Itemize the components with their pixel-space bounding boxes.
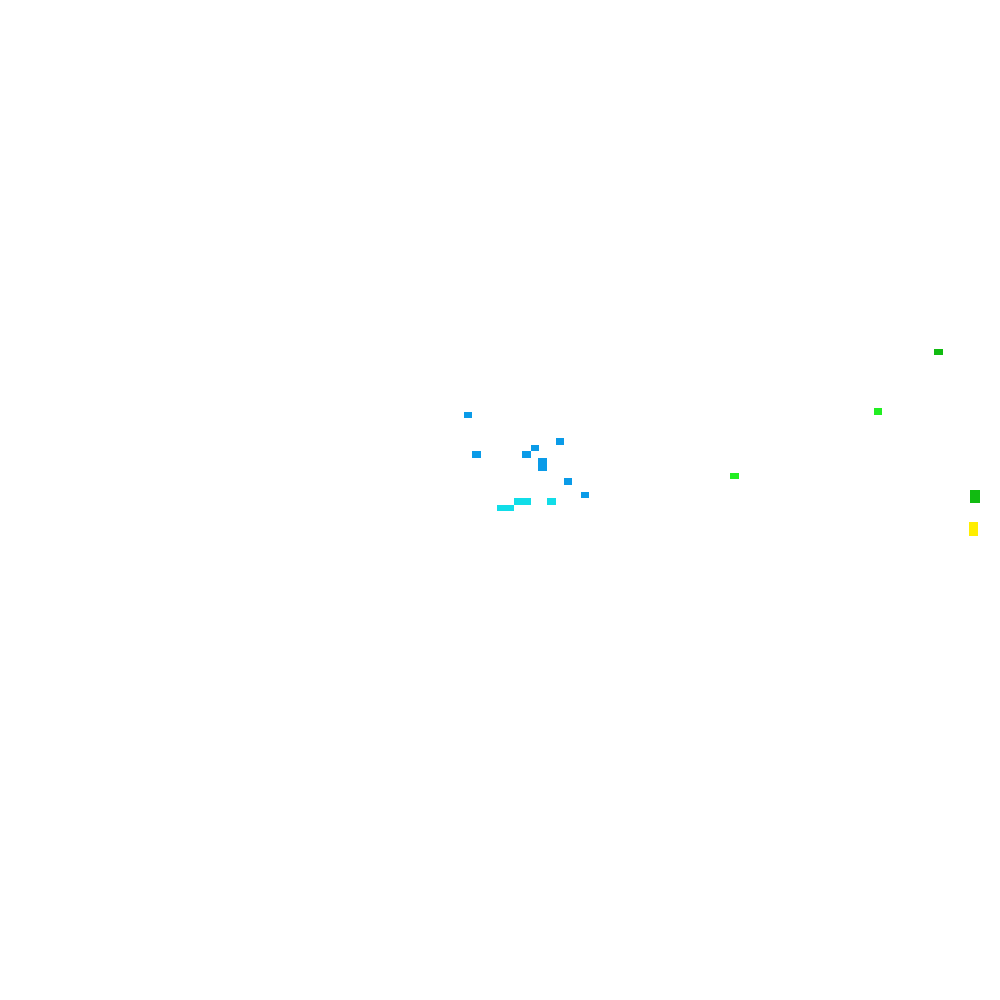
yellow-fleck bbox=[969, 522, 978, 536]
blue-fleck bbox=[472, 451, 481, 458]
blue-fleck bbox=[522, 451, 531, 458]
green-fleck bbox=[970, 490, 980, 503]
cyan-fleck bbox=[547, 498, 556, 505]
blue-fleck bbox=[538, 458, 547, 471]
blue-fleck bbox=[464, 412, 472, 418]
green-fleck bbox=[874, 408, 882, 415]
green-fleck bbox=[934, 349, 943, 355]
blue-fleck bbox=[531, 445, 539, 451]
blue-fleck bbox=[581, 492, 589, 498]
blue-fleck bbox=[556, 438, 564, 445]
blue-fleck bbox=[564, 478, 572, 485]
cyan-fleck bbox=[514, 498, 531, 505]
cyan-fleck bbox=[497, 505, 514, 511]
green-fleck bbox=[730, 473, 739, 479]
